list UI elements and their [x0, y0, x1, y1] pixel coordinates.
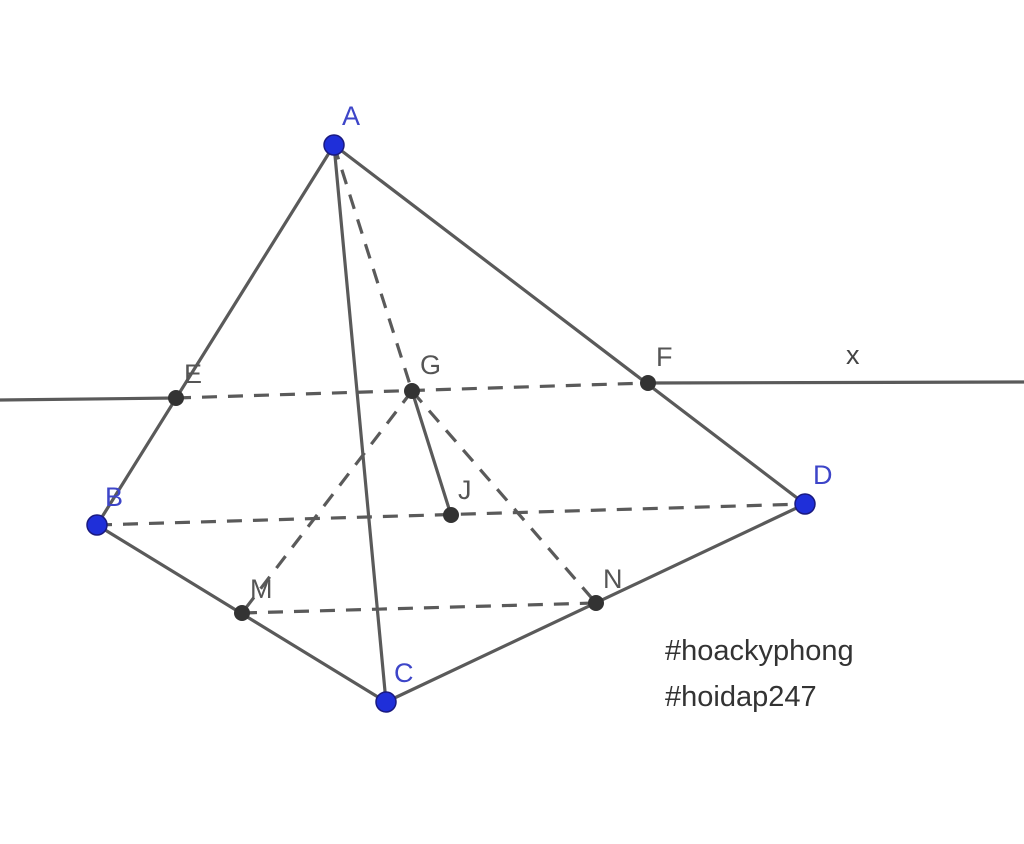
segment-GM	[240, 390, 414, 614]
vertex-D	[794, 493, 816, 515]
point-J	[443, 507, 459, 523]
point-G	[404, 383, 420, 399]
point-N	[588, 595, 604, 611]
edge-AB	[95, 143, 336, 527]
edge-AD	[332, 143, 807, 506]
label-J: J	[458, 475, 472, 505]
point-E	[168, 390, 184, 406]
point-F	[640, 375, 656, 391]
label-D: D	[813, 460, 833, 490]
vertex-C	[375, 691, 397, 713]
hashtag-hoidap247: #hoidap247	[665, 681, 817, 713]
label-G: G	[420, 350, 441, 380]
segment-GN	[410, 389, 598, 605]
edge-AC	[332, 143, 388, 704]
label-C: C	[394, 658, 414, 688]
label-F: F	[656, 342, 673, 372]
line-x-right-segment	[646, 380, 1024, 385]
segment-BD	[96, 502, 806, 527]
label-E: E	[184, 359, 202, 389]
label-N: N	[603, 564, 623, 594]
segment-MN	[241, 601, 597, 615]
label-B: B	[105, 482, 123, 512]
vertex-B	[86, 514, 108, 536]
line-x-label: x	[846, 340, 860, 370]
line-x-left-segment	[0, 396, 178, 402]
segment-AG	[332, 144, 414, 392]
segment-GJ	[410, 389, 453, 517]
label-M: M	[250, 574, 273, 604]
point-M	[234, 605, 250, 621]
label-A: A	[342, 101, 360, 131]
vertex-A	[323, 134, 345, 156]
hashtag-hoackyphong: #hoackyphong	[665, 635, 854, 667]
